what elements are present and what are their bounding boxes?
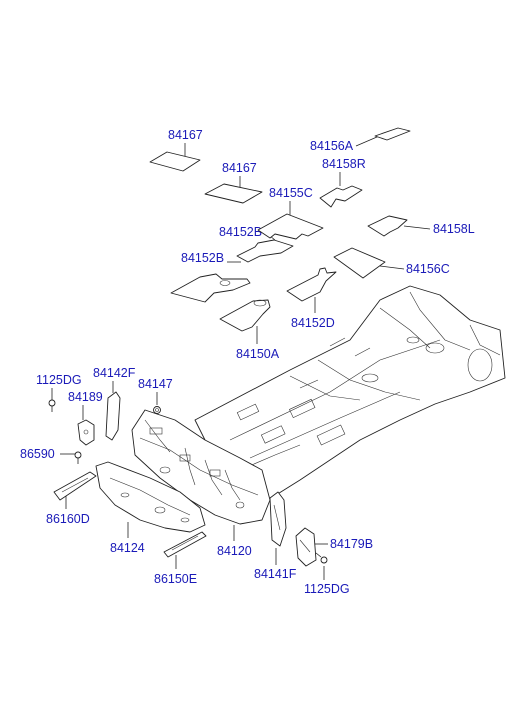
- pad-84156A: [374, 127, 411, 141]
- label-84158L[interactable]: 84158L: [433, 222, 475, 236]
- pad-84150A: [219, 299, 271, 332]
- member-86160D: [53, 471, 97, 501]
- member-86150E: [163, 531, 207, 558]
- pad-84167-top: [149, 151, 201, 172]
- leader-lines: [51, 133, 431, 580]
- floor-panel: [194, 285, 506, 501]
- label-84158R[interactable]: 84158R: [322, 157, 366, 171]
- bracket-84179B: [295, 527, 317, 567]
- bolt-1125DG-right-icon: [315, 552, 328, 564]
- label-84152B-lower[interactable]: 84152B: [181, 251, 224, 265]
- label-84156A[interactable]: 84156A: [310, 139, 354, 153]
- pad-84156C: [333, 247, 386, 279]
- pad-84158R: [319, 185, 363, 208]
- dash-insulator: [95, 461, 206, 533]
- label-84120[interactable]: 84120: [217, 544, 252, 558]
- label-84167-top[interactable]: 84167: [168, 128, 203, 142]
- bracket-84141F: [269, 491, 287, 547]
- label-84152D[interactable]: 84152D: [291, 316, 335, 330]
- label-84142F[interactable]: 84142F: [93, 366, 136, 380]
- label-84141F[interactable]: 84141F: [254, 567, 297, 581]
- pad-84152B-lower: [170, 273, 251, 303]
- bolt-1125DG-left-icon: [48, 399, 56, 412]
- label-84156C[interactable]: 84156C: [406, 262, 450, 276]
- label-84124[interactable]: 84124: [110, 541, 145, 555]
- label-84179B[interactable]: 84179B: [330, 537, 373, 551]
- bracket-84189: [77, 419, 95, 446]
- label-84152B-upper[interactable]: 84152B: [219, 225, 262, 239]
- pad-84152D: [286, 267, 337, 302]
- label-86590[interactable]: 86590: [20, 447, 55, 461]
- label-84167-mid[interactable]: 84167: [222, 161, 257, 175]
- label-84189[interactable]: 84189: [68, 390, 103, 404]
- bracket-84142F: [105, 391, 121, 441]
- label-84147[interactable]: 84147: [138, 377, 173, 391]
- label-84155C[interactable]: 84155C: [269, 186, 313, 200]
- pad-84152B-upper: [236, 239, 294, 263]
- label-86160D[interactable]: 86160D: [46, 512, 90, 526]
- nut-84147-icon: [153, 406, 161, 414]
- pad-84155C: [257, 213, 324, 240]
- pad-84167-mid: [204, 183, 263, 204]
- dash-panel: [131, 409, 271, 525]
- label-84150A[interactable]: 84150A: [236, 347, 280, 361]
- label-1125DG-right[interactable]: 1125DG: [304, 582, 350, 596]
- label-1125DG-left[interactable]: 1125DG: [36, 373, 82, 387]
- clip-86590-icon: [74, 451, 82, 464]
- pad-84158L: [367, 215, 408, 237]
- label-86150E[interactable]: 86150E: [154, 572, 197, 586]
